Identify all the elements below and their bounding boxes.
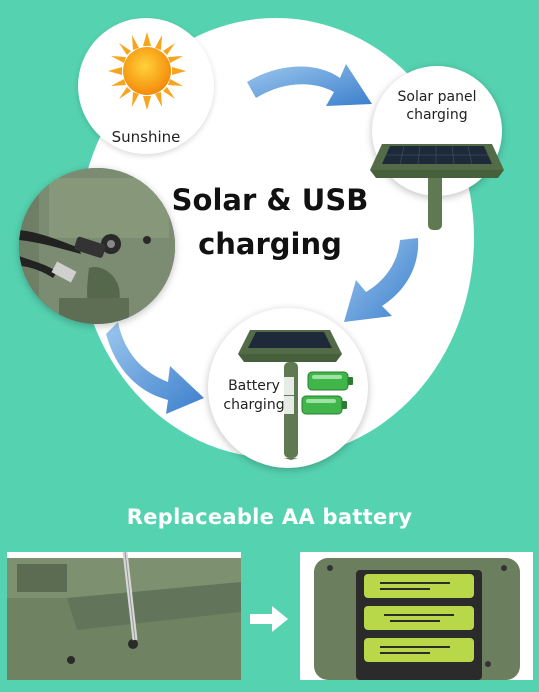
solar-label-line2: charging [406,107,468,123]
device-screw-image [7,552,241,680]
solar-device-icon [370,144,504,230]
curved-arrow-icon [344,238,419,322]
battery-label-line2: charging [214,396,294,414]
center-title: Solar & USB charging [168,178,372,266]
arrows-layer [106,64,419,414]
arrow-right-icon [250,606,288,632]
battery-compartment-photo [300,552,533,680]
usb-cable-icon [19,168,175,324]
sun-icon [108,32,186,110]
battery-icon [301,371,353,415]
battery-cover-photo [7,552,241,680]
sunshine-circle: Sunshine [78,18,214,154]
usb-charging-photo [19,168,175,324]
curved-arrow-icon [106,322,204,414]
battery-label-line1: Battery [214,377,294,395]
aa-batteries-image [300,552,533,680]
center-title-line1: Solar & USB [171,183,369,217]
section-title: Replaceable AA battery [126,505,413,529]
sunshine-label: Sunshine [111,128,181,146]
curved-arrow-icon [247,64,372,106]
solar-label-line1: Solar panel [397,89,477,105]
center-title-line2: charging [198,227,342,261]
